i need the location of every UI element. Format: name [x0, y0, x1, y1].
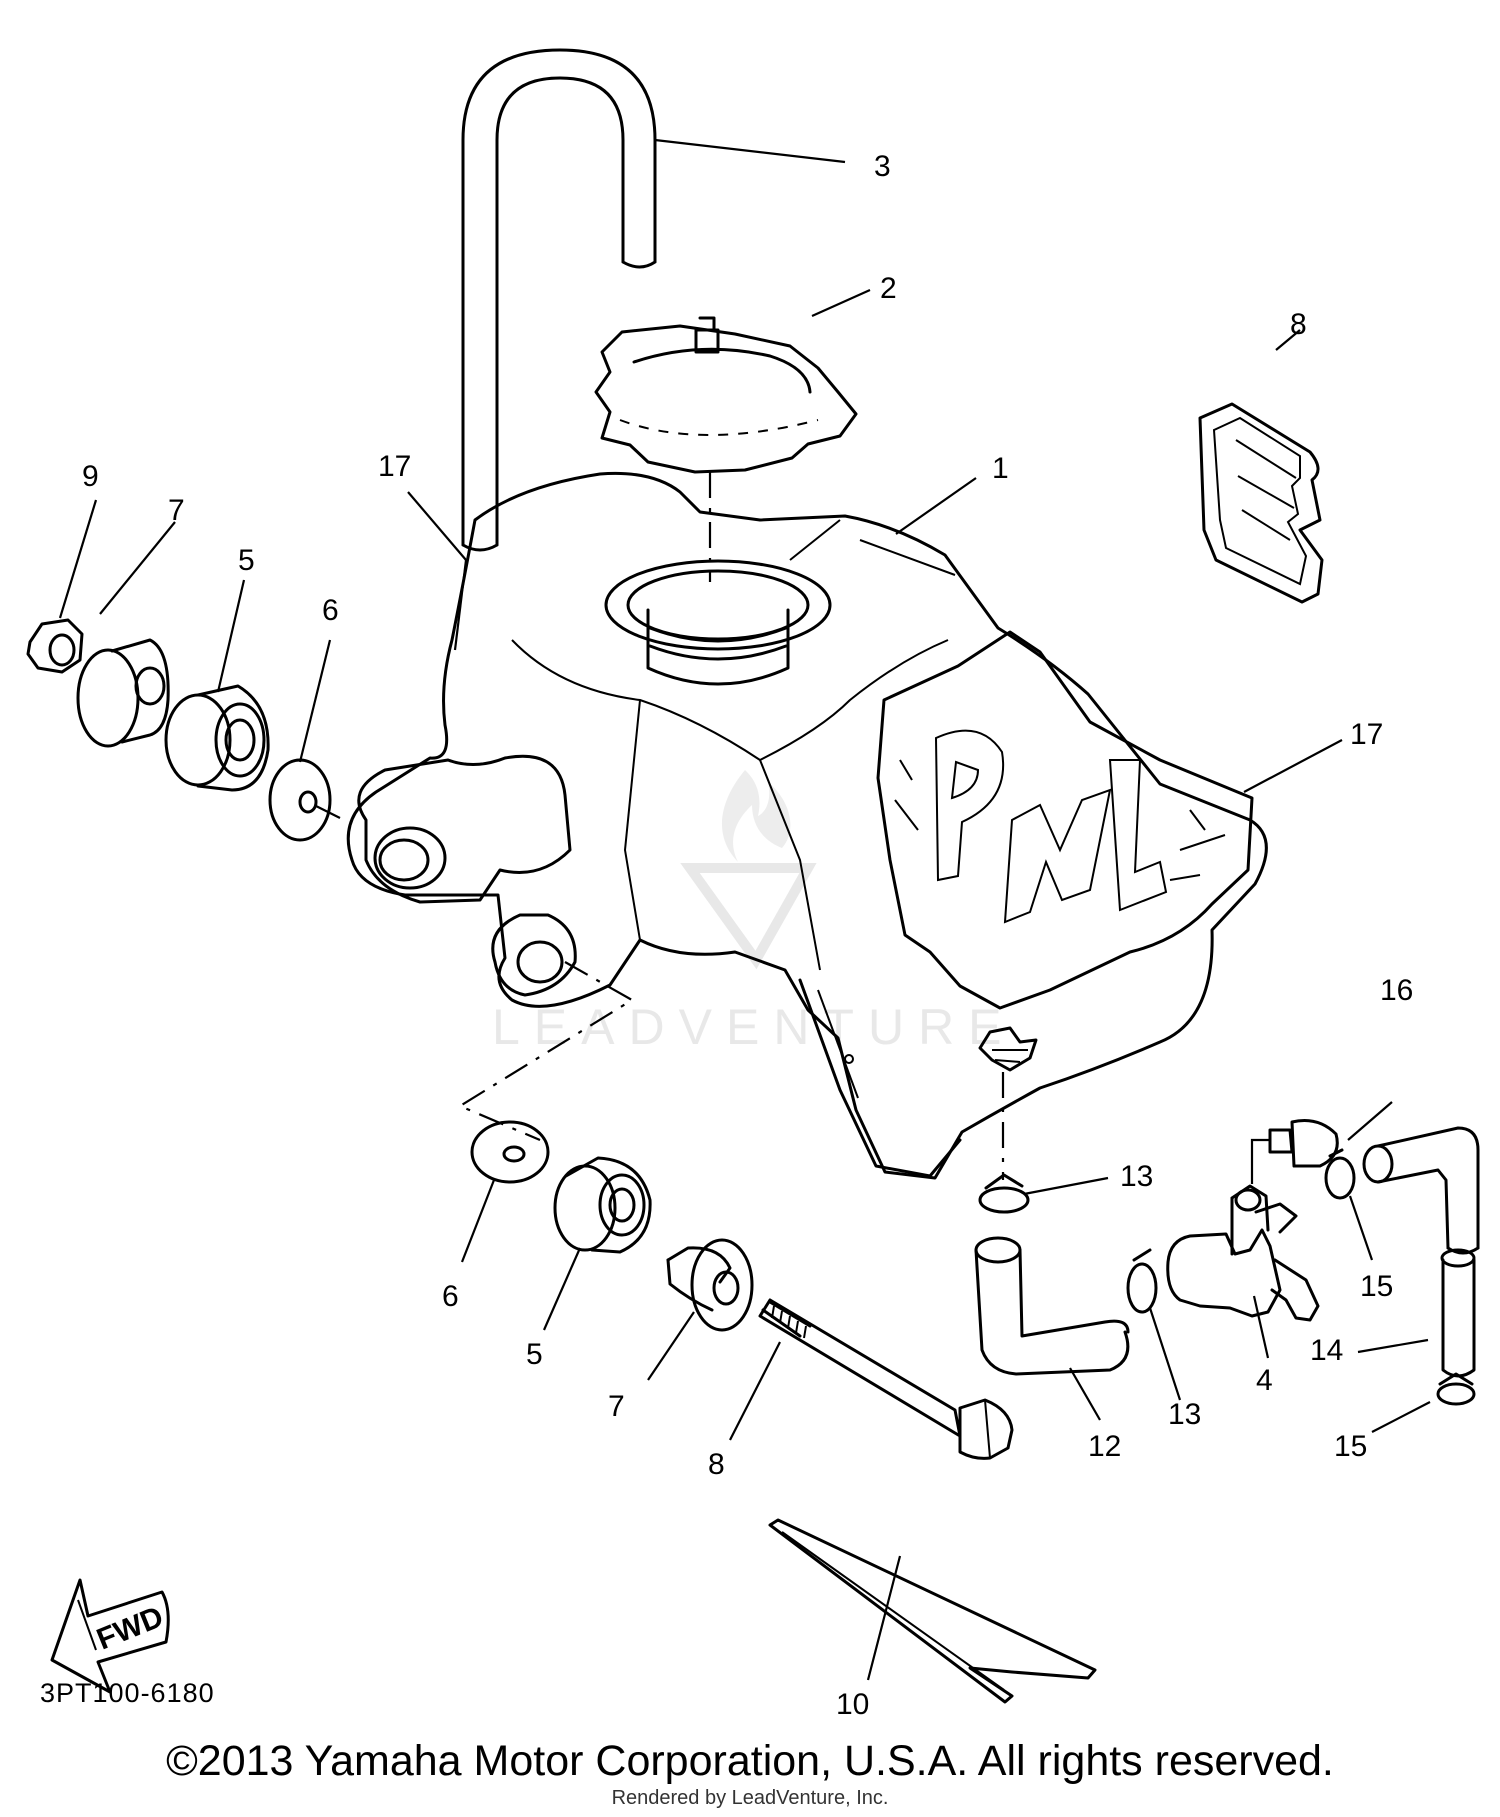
- strainer: [978, 1026, 1038, 1072]
- fuel-tank: [346, 471, 1268, 1180]
- callout-16: 16: [1380, 974, 1413, 1007]
- nut-upper: [26, 618, 84, 674]
- callouts: 3 2 8 17 1 9 7 5 6 17 16 13 15 6 14 5 4 …: [82, 150, 1413, 1721]
- callout-1: 1: [992, 452, 1009, 485]
- washer-upper: [268, 758, 332, 842]
- callout-6-upper: 6: [322, 594, 339, 627]
- breather-hose: [461, 48, 657, 552]
- clip-upper-right: [1324, 1148, 1356, 1200]
- screw: [1268, 1119, 1339, 1168]
- callout-3: 3: [874, 150, 891, 183]
- forward-arrow: FWD: [50, 1578, 170, 1694]
- callout-2: 2: [880, 272, 897, 305]
- clip-tank-side: [978, 1173, 1030, 1214]
- fuel-cap: [594, 316, 858, 474]
- callout-15-upper: 15: [1360, 1270, 1393, 1303]
- callout-17-upper: 17: [378, 450, 411, 483]
- damper-upper: [164, 684, 270, 792]
- leader-lines: [58, 138, 1431, 1681]
- callout-15-lower: 15: [1334, 1430, 1367, 1463]
- tank-decal: [876, 630, 1254, 1010]
- clip-petcock: [1126, 1248, 1158, 1314]
- callout-5-upper: 5: [238, 544, 255, 577]
- fuel-petcock: [1166, 1184, 1320, 1322]
- bolt: [758, 1298, 1014, 1460]
- callout-5-lower: 5: [526, 1338, 543, 1371]
- callout-4: 4: [1256, 1364, 1273, 1397]
- callout-11: 8: [1290, 308, 1307, 341]
- collar-upper: [76, 638, 170, 748]
- callout-7-lower: 7: [608, 1390, 625, 1423]
- rendered-by-notice: Rendered by LeadVenture, Inc.: [611, 1787, 889, 1809]
- callout-12: 12: [1088, 1430, 1121, 1463]
- callout-14: 14: [1310, 1334, 1343, 1367]
- damper-lower: [553, 1156, 652, 1254]
- callout-17-lower: 17: [1350, 718, 1383, 751]
- callout-13-upper: 13: [1120, 1160, 1153, 1193]
- washer-lower: [470, 1120, 550, 1184]
- leadventure-watermark: LEADVENTURE: [492, 770, 1016, 1055]
- callout-6-lower: 6: [442, 1280, 459, 1313]
- callout-7-upper: 7: [168, 494, 185, 527]
- diagram-reference-code: 3PT100-6180: [40, 1678, 215, 1708]
- callout-10: 10: [836, 1688, 869, 1721]
- callout-8: 8: [708, 1448, 725, 1481]
- fwd-label: FWD: [92, 1600, 168, 1656]
- copyright-notice: ©2013 Yamaha Motor Corporation, U.S.A. A…: [166, 1737, 1334, 1785]
- fuel-hose-short: [974, 1236, 1130, 1376]
- watermark-text: LEADVENTURE: [492, 999, 1016, 1055]
- tank-pad: [768, 1518, 1097, 1704]
- screw-leader: [1250, 1138, 1270, 1184]
- callout-9: 9: [82, 460, 99, 493]
- fuel-hose-straight: [1440, 1248, 1476, 1378]
- callout-13-lower: 13: [1168, 1398, 1201, 1431]
- collar-lower: [666, 1238, 754, 1332]
- clip-lower-right: [1436, 1372, 1476, 1406]
- fuel-hose-bent: [1362, 1126, 1480, 1255]
- emblem-decal: [1198, 402, 1324, 604]
- upper-mount-axis: [315, 805, 341, 819]
